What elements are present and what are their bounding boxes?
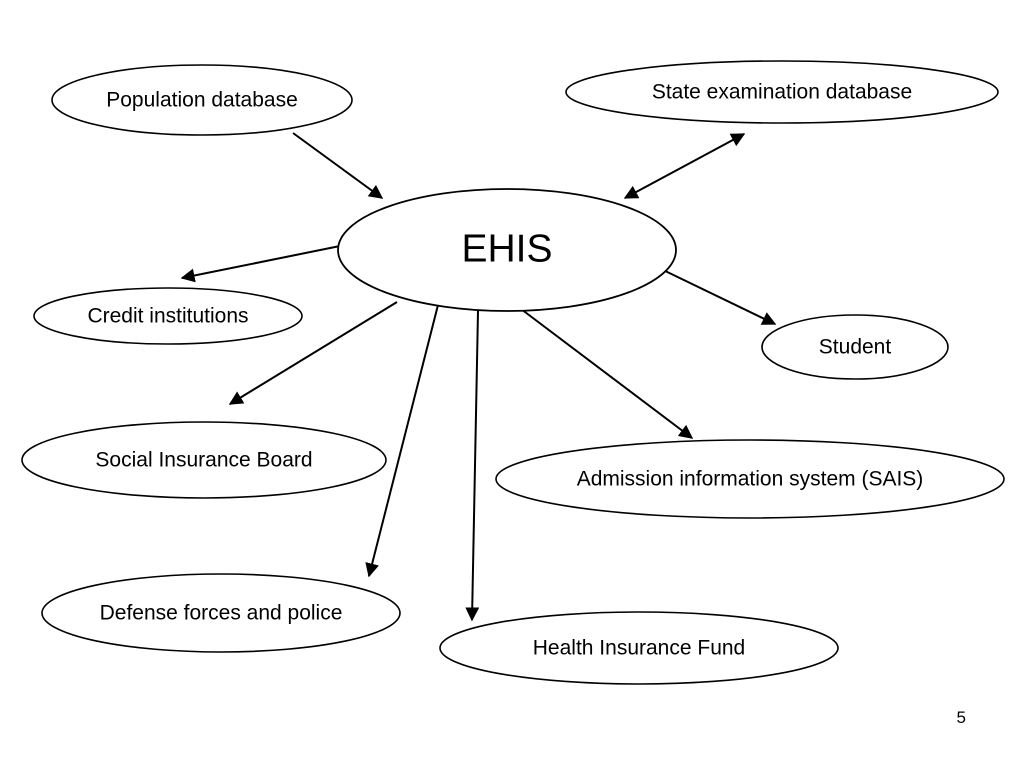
edge-line [465,310,480,622]
edge-line [658,267,777,325]
node-shape-student[interactable] [761,314,949,380]
page-number: 5 [956,708,966,727]
edge-line [292,132,384,199]
node-shape-population-database[interactable] [51,64,353,136]
node-label-ehis: EHIS [461,227,552,270]
node-label-state-examination-database: State examination database [652,81,912,104]
node-student[interactable]: Student [761,314,949,380]
edge-ehis-to-credit-institutions [180,245,341,283]
node-label-credit-institutions: Credit institutions [87,305,248,328]
node-label-health-insurance-fund: Health Insurance Fund [533,637,745,660]
edge-line [623,133,746,199]
node-state-examination-database[interactable]: State examination database [565,60,999,124]
edge-ehis-to-student [658,267,777,325]
node-shape-admission-information-system[interactable] [495,439,1005,519]
node-label-population-database: Population database [106,89,298,112]
node-label-admission-information-system: Admission information system (SAIS) [577,468,924,491]
node-shape-credit-institutions[interactable] [33,287,303,345]
edge-ehis-to-admission-information-system [520,308,694,439]
edge-line [520,308,694,439]
node-label-student: Student [819,336,892,359]
node-shape-ehis[interactable] [337,188,677,312]
edges-layer [180,132,777,622]
node-defense-forces-and-police[interactable]: Defense forces and police [41,573,401,653]
edge-ehis-to-social-insurance-board [228,301,398,405]
edge-population-to-ehis [292,132,384,199]
edge-ehis-to-defense-forces [365,304,439,578]
edge-line [365,304,439,578]
node-health-insurance-fund[interactable]: Health Insurance Fund [439,611,839,685]
node-shape-state-examination-database[interactable] [565,60,999,124]
node-ehis[interactable]: EHIS [337,188,677,312]
node-credit-institutions[interactable]: Credit institutions [33,287,303,345]
edge-line [180,245,341,283]
node-shape-defense-forces-and-police[interactable] [41,573,401,653]
edge-ehis-to-health-insurance-fund [465,310,480,622]
edge-ehis-to-state-examination [623,133,746,199]
node-shape-health-insurance-fund[interactable] [439,611,839,685]
node-population-database[interactable]: Population database [51,64,353,136]
node-admission-information-system[interactable]: Admission information system (SAIS) [495,439,1005,519]
node-social-insurance-board[interactable]: Social Insurance Board [21,421,387,499]
edge-line [228,301,398,405]
node-label-social-insurance-board: Social Insurance Board [95,449,312,472]
node-label-defense-forces-and-police: Defense forces and police [100,602,343,625]
nodes-layer: Population database State examination dat… [21,60,1005,685]
node-shape-social-insurance-board[interactable] [21,421,387,499]
